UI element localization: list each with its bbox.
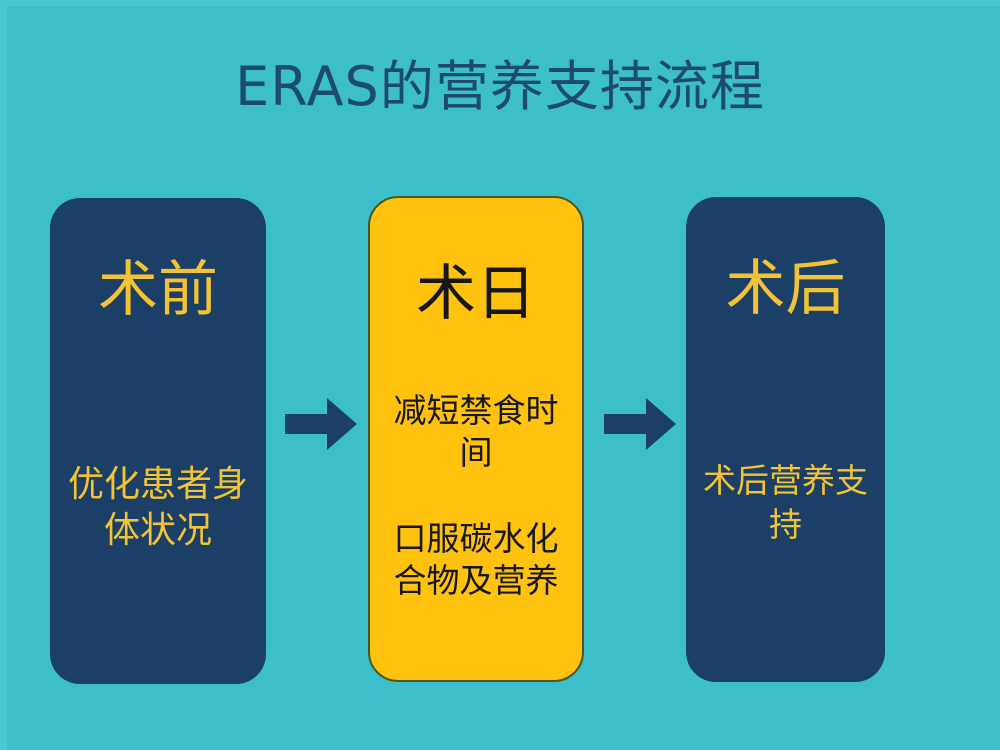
stage-card-day-of-op-heading: 术日: [416, 259, 536, 329]
stage-card-post-op-body-line: 术后营养支持: [703, 461, 868, 544]
arrow-right-icon: [285, 395, 357, 453]
stage-card-pre-op-heading: 术前: [98, 255, 218, 325]
stage-card-post-op-heading: 术后: [725, 254, 846, 324]
stage-card-pre-op-body-line: 优化患者身体状况: [68, 464, 249, 551]
page-title: ERAS的营养支持流程: [235, 55, 765, 118]
stage-card-pre-op[interactable]: 术前 优化患者身体状况: [50, 198, 266, 684]
stage-card-post-op-body: 术后营养支持: [700, 459, 871, 547]
arrow-right-icon: [604, 395, 676, 453]
stage-card-day-of-op-body-line-1: 减短禁食时间: [393, 391, 559, 472]
stage-card-day-of-op-body: 减短禁食时间 口服碳水化合物及营养: [384, 390, 568, 602]
stage-card-pre-op-body: 优化患者身体状况: [68, 462, 248, 554]
stage-card-day-of-op[interactable]: 术日 减短禁食时间 口服碳水化合物及营养: [368, 196, 584, 682]
stage-card-post-op[interactable]: 术后 术后营养支持: [686, 197, 885, 682]
stage-card-day-of-op-body-line-2: 口服碳水化合物及营养: [393, 519, 559, 600]
